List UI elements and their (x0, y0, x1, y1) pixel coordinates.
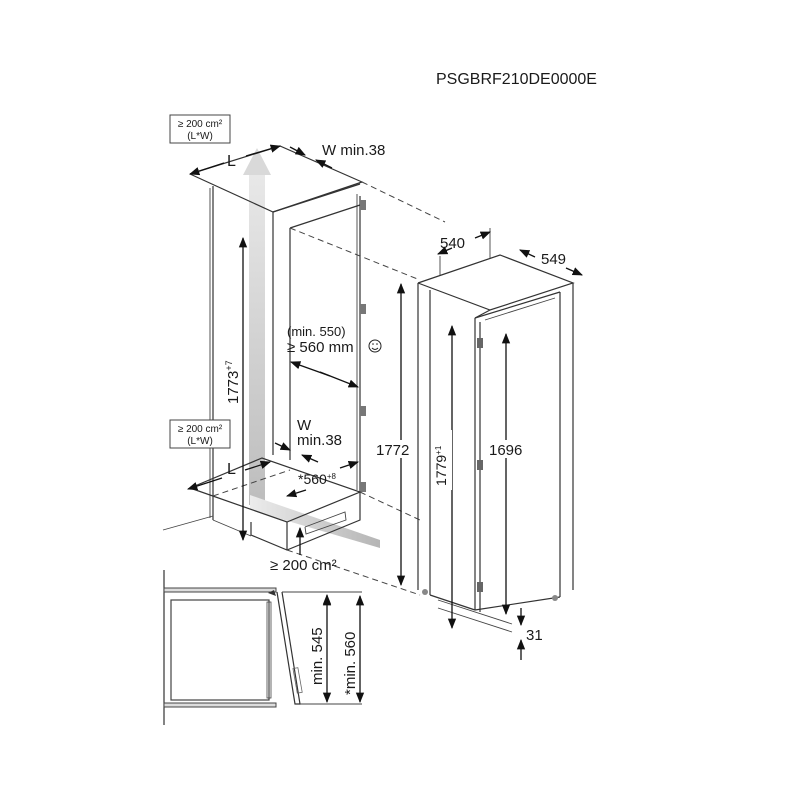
niche-cabinet (162, 145, 446, 596)
model-code: PSGBRF210DE0000E (436, 71, 597, 88)
bottom-vent-length: L (227, 461, 236, 478)
side-min-depth-560: *min. 560 (342, 632, 359, 695)
bottom-vent-label: ≥ 200 cm² (L*W) (169, 419, 231, 449)
hinge-icons (360, 200, 366, 492)
niche-depth-recommended: ≥ 560 mm (287, 339, 354, 356)
foot-clearance: 31 (526, 627, 543, 644)
door-height: 1696 (489, 442, 522, 459)
appliance-height: 1779+1 (433, 445, 449, 486)
niche-width: *560+8 (298, 471, 336, 487)
top-vent-length: L (227, 153, 236, 170)
svg-text:(L*W): (L*W) (187, 436, 213, 447)
appliance-depth: 549 (541, 251, 566, 268)
svg-text:≥ 200 cm²: ≥ 200 cm² (178, 424, 223, 435)
top-vent-label: ≥ 200 cm² (L*W) (169, 114, 231, 144)
niche-height: 1773+7 (224, 360, 242, 404)
plinth-vent-label: ≥ 200 cm² (270, 557, 337, 574)
bottom-vent-width: min.38 (297, 432, 342, 449)
overall-height: 1772 (376, 442, 409, 459)
side-view-detail (163, 570, 362, 725)
bottom-vent-w: W (297, 417, 312, 434)
top-vent-width: W min.38 (322, 142, 385, 159)
svg-text:(L*W): (L*W) (187, 131, 213, 142)
side-min-depth-545: min. 545 (309, 627, 326, 685)
smiley-icon (368, 339, 382, 353)
niche-depth-min: (min. 550) (287, 324, 346, 339)
appliance-hinge-icons (477, 338, 483, 592)
airflow-up-column (249, 175, 265, 505)
airflow-in-band (250, 495, 380, 548)
svg-text:≥ 200 cm²: ≥ 200 cm² (178, 119, 223, 130)
appliance-width: 540 (440, 235, 465, 252)
airflow-up-arrow-icon (243, 148, 271, 175)
